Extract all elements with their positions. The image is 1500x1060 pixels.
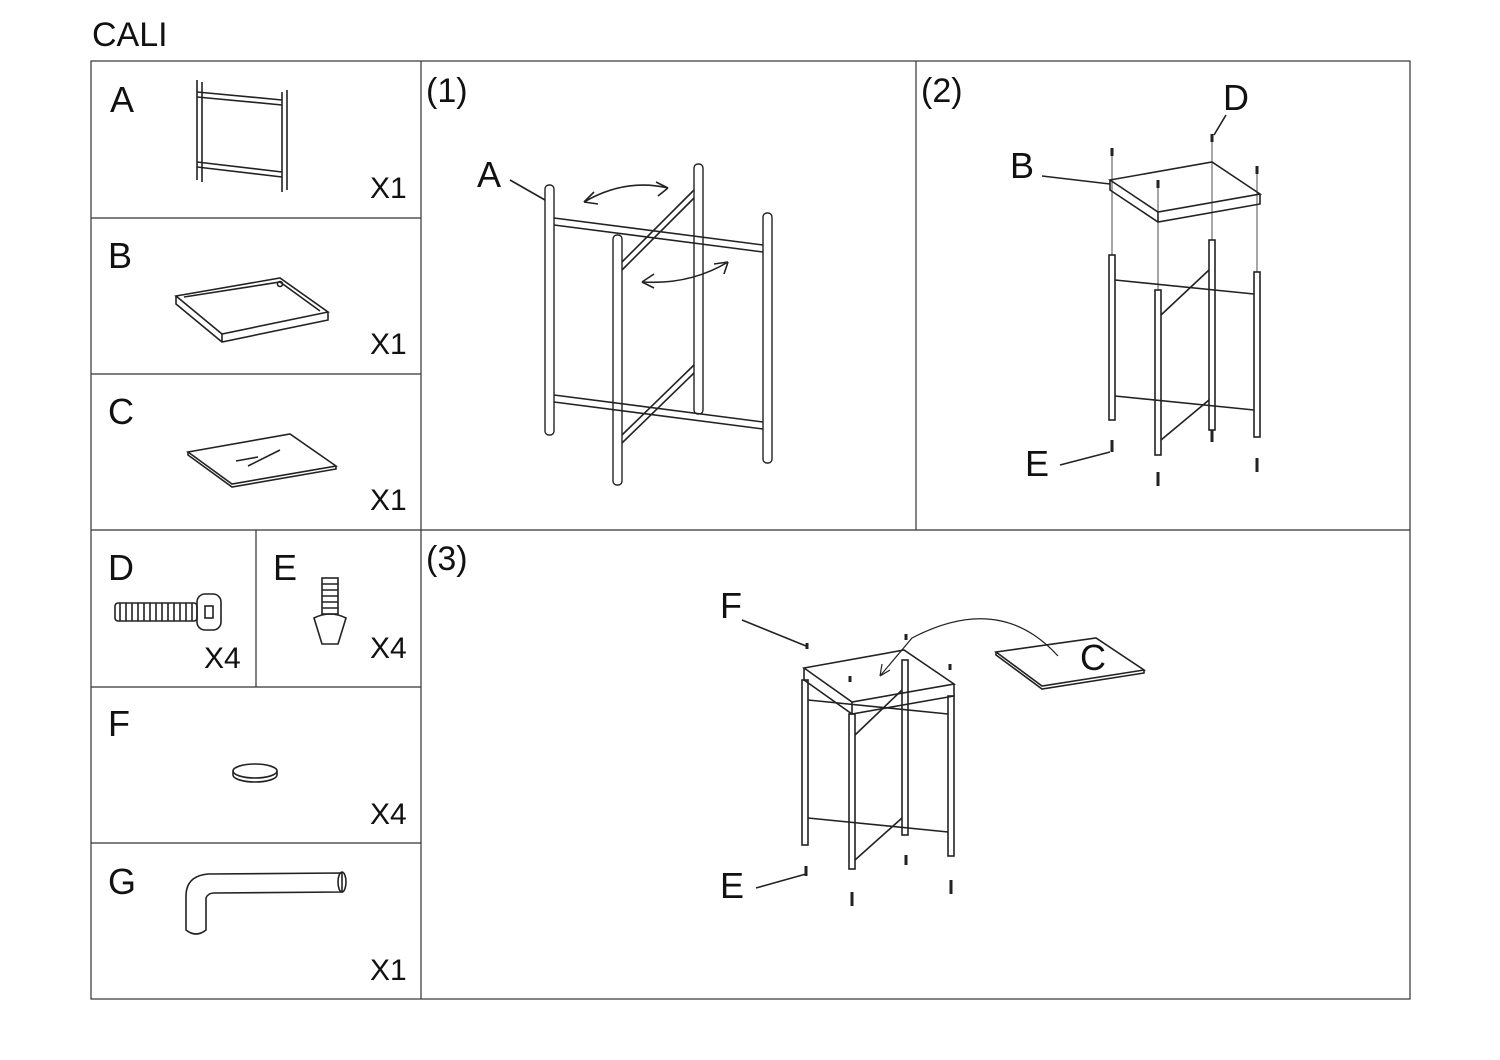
- tray-b-illustration: [174, 277, 330, 343]
- foot-e-illustration: [313, 577, 347, 645]
- part-letter: F: [108, 703, 130, 744]
- allen-key-g-illustration: [185, 871, 347, 935]
- part-f-cell: F X4: [108, 703, 407, 831]
- part-qty: X4: [370, 798, 407, 831]
- part-letter: D: [108, 547, 134, 588]
- part-qty: X1: [370, 484, 407, 517]
- frame-rotation-illustration: [544, 163, 773, 486]
- callout-label: A: [477, 154, 501, 195]
- step-label: (3): [426, 540, 468, 578]
- part-g-cell: G X1: [108, 861, 407, 987]
- part-letter: C: [108, 391, 134, 432]
- part-qty: X1: [370, 954, 407, 987]
- part-qty: X4: [204, 642, 241, 675]
- document-title: CALI: [92, 16, 168, 54]
- callout-label: B: [1010, 145, 1034, 186]
- rotate-arrow-icon: [583, 181, 729, 289]
- step-1-panel: (1) A: [426, 72, 773, 486]
- bolt-d-illustration: [114, 593, 222, 631]
- part-qty: X1: [370, 172, 407, 205]
- part-a-cell: A X1: [110, 79, 407, 205]
- step-label: (1): [426, 72, 468, 110]
- tray-mounting-illustration: [1107, 134, 1263, 486]
- grid-frame: [90, 60, 1411, 1000]
- part-qty: X4: [370, 632, 407, 665]
- part-letter: E: [273, 547, 297, 588]
- callout-label: C: [1080, 637, 1106, 678]
- part-e-cell: E X4: [273, 547, 407, 665]
- glass-c-illustration: [186, 433, 339, 488]
- part-qty: X1: [370, 328, 407, 361]
- part-letter: G: [108, 861, 136, 902]
- callout-label: E: [1025, 443, 1049, 484]
- callout-label: D: [1223, 77, 1249, 118]
- part-b-cell: B X1: [108, 235, 407, 361]
- part-letter: B: [108, 235, 132, 276]
- step-3-panel: (3) F C E: [426, 540, 1147, 906]
- part-d-cell: D X4: [108, 547, 241, 675]
- step-label: (2): [921, 72, 963, 110]
- part-c-cell: C X1: [108, 391, 407, 517]
- pad-f-illustration: [232, 763, 278, 783]
- callout-label: F: [720, 585, 742, 626]
- part-letter: A: [110, 79, 134, 120]
- step-2-panel: (2) B D E: [921, 72, 1263, 486]
- frame-a-illustration: [196, 80, 288, 192]
- glass-insert-illustration: [801, 618, 1147, 906]
- callout-label: E: [720, 865, 744, 906]
